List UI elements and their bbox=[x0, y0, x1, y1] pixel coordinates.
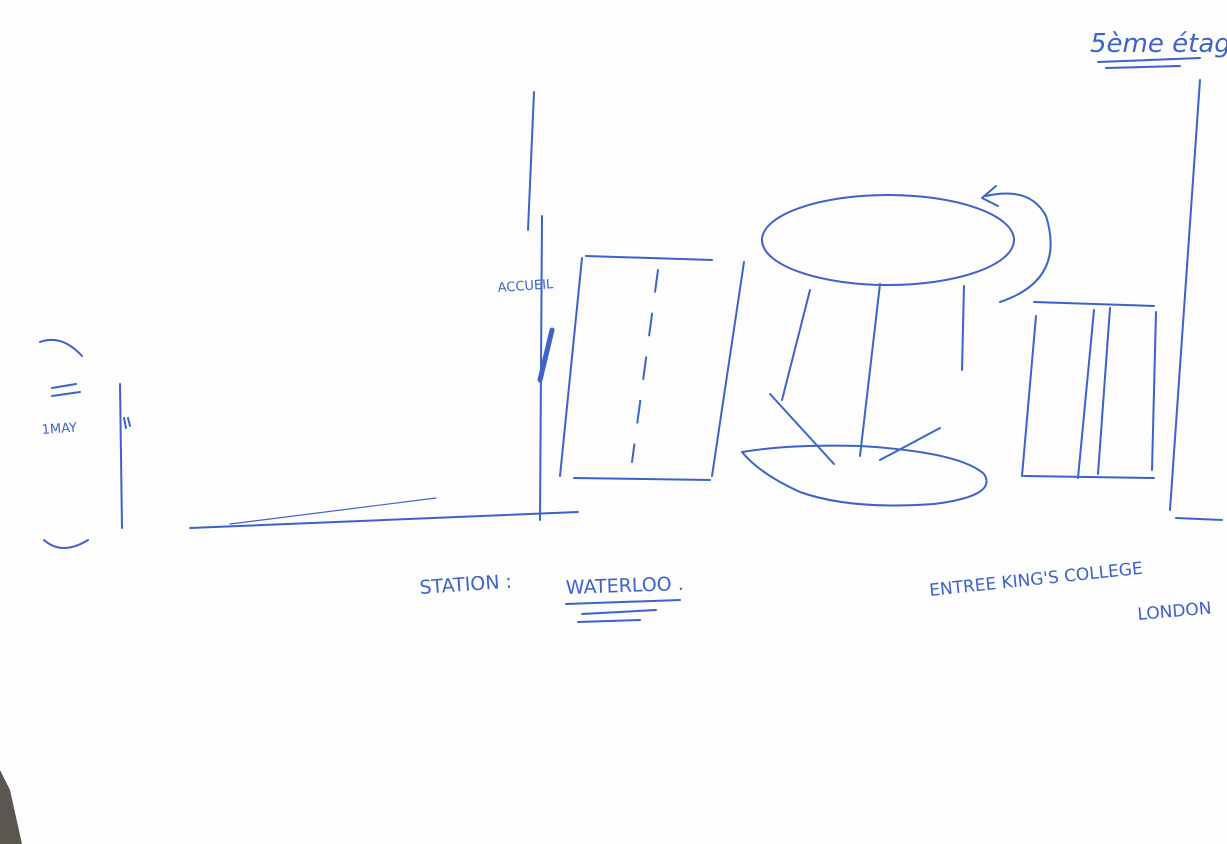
block-2-inner-2 bbox=[1098, 308, 1110, 474]
left-door-tick bbox=[124, 418, 130, 428]
left-marker-label: 1MAY bbox=[41, 421, 77, 438]
block-2-left bbox=[1022, 316, 1036, 476]
scan-edge-shadow bbox=[0, 770, 22, 844]
left-door-arc-bottom bbox=[44, 540, 88, 548]
entrance-label-line2: LONDON bbox=[1137, 599, 1213, 625]
block-2-inner-1 bbox=[1078, 310, 1094, 478]
hall-diagonal-2 bbox=[880, 428, 940, 460]
left-door-arc-top bbox=[40, 340, 82, 356]
reception-wall-upper bbox=[528, 92, 534, 230]
floor-line bbox=[190, 512, 578, 528]
station-underline-2 bbox=[578, 620, 640, 622]
block-1-top bbox=[586, 256, 712, 260]
hall-column-3 bbox=[962, 286, 964, 370]
block-1-dashed bbox=[632, 270, 658, 462]
station-name-label: WATERLOO . bbox=[565, 573, 684, 599]
left-door-line bbox=[120, 384, 122, 528]
right-wall bbox=[1170, 80, 1200, 510]
entrance-label-line1: ENTREE KING'S COLLEGE bbox=[928, 559, 1143, 601]
block-1-bottom bbox=[574, 478, 710, 480]
right-wall-base bbox=[1176, 518, 1222, 520]
station-prefix-label: STATION : bbox=[419, 571, 513, 599]
hall-bottom-ellipse bbox=[742, 446, 987, 506]
block-2-right bbox=[1152, 312, 1156, 470]
block-1-left bbox=[560, 258, 582, 476]
block-2-bottom bbox=[1024, 476, 1154, 478]
hall-diagonal-1 bbox=[770, 394, 834, 464]
floor-underline-2 bbox=[1106, 66, 1180, 68]
hall-top-ellipse bbox=[762, 195, 1014, 285]
left-door-mark bbox=[52, 384, 80, 396]
hall-column-2 bbox=[860, 284, 880, 456]
block-2-top bbox=[1034, 302, 1154, 306]
block-1-right bbox=[712, 262, 744, 476]
station-name-underline bbox=[566, 600, 680, 604]
hall-column-1 bbox=[782, 290, 810, 400]
hall-arrow bbox=[986, 194, 1051, 303]
floor-label: 5ème étage bbox=[1090, 29, 1227, 59]
station-underline-1 bbox=[582, 610, 656, 614]
reception-label: ACCUEIL bbox=[497, 277, 554, 296]
